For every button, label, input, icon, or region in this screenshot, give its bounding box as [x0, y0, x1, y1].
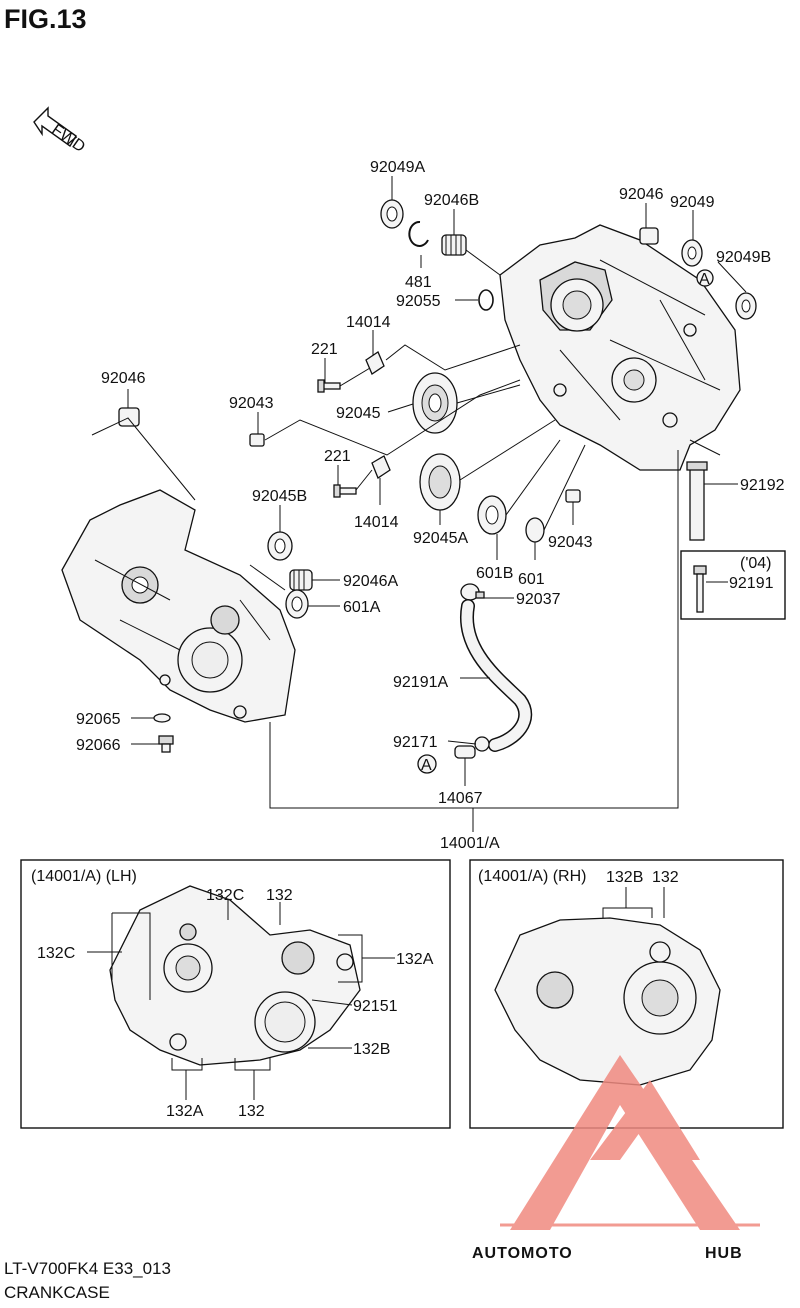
inset-lh-callout-132-a: 132	[266, 887, 293, 904]
part-481-circlip	[408, 220, 429, 247]
part-221-bolt-top	[317, 379, 341, 393]
part-92046-bearing-top	[639, 227, 659, 245]
inset-lh-callout-132c-a: 132C	[37, 945, 75, 962]
right-crankcase-half: A	[499, 224, 741, 471]
inset-lh-callout-132-b: 132	[238, 1103, 265, 1120]
part-221-bolt-bottom	[333, 484, 357, 498]
callout-92191a: 92191A	[393, 674, 448, 691]
fwd-arrow-icon: FWD	[33, 106, 88, 156]
figure-model-code: LT-V700FK4 E33_013	[4, 1259, 171, 1278]
part-14014-clamp-top	[365, 351, 385, 375]
callout-92045: 92045	[336, 405, 381, 422]
callout-601a: 601A	[343, 599, 381, 616]
inset-rh-crankcase: (14001/A) (RH) 132B 132	[469, 859, 784, 1129]
callout-92043-right: 92043	[548, 534, 593, 551]
part-92055-o-ring	[478, 289, 494, 311]
part-92049a-oil-seal	[380, 199, 404, 229]
fwd-label: FWD	[48, 121, 88, 156]
svg-text:AUTOMOTO: AUTOMOTO	[472, 1245, 573, 1262]
svg-text:A: A	[421, 757, 432, 774]
callout-14001a: 14001/A	[440, 835, 500, 852]
part-92049-oil-seal	[681, 239, 703, 267]
callout-92049: 92049	[670, 194, 715, 211]
callout-14014-bottom: 14014	[354, 514, 399, 531]
callout-92045b: 92045B	[252, 488, 307, 505]
callout-92046a: 92046A	[343, 573, 398, 590]
part-92171-hose-clamp	[474, 736, 490, 752]
part-92045a-ball-bearing	[419, 453, 461, 511]
callout-92046b: 92046B	[424, 192, 479, 209]
callout-92046-left: 92046	[101, 370, 146, 387]
callout-601b: 601B	[476, 565, 513, 582]
inset-lh-title: (14001/A) (LH)	[31, 868, 137, 885]
callout-92046: 92046	[619, 186, 664, 203]
part-14014-clamp-bottom	[371, 455, 391, 479]
part-92046-bearing-left	[118, 407, 140, 427]
part-92046b-bearing	[441, 234, 467, 256]
callout-92066: 92066	[76, 737, 121, 754]
part-92045b-ball-bearing	[267, 531, 293, 561]
callout-92049b: 92049B	[716, 249, 771, 266]
inset-lh-callout-132b: 132B	[353, 1041, 390, 1058]
callout-14067: 14067	[438, 790, 483, 807]
part-92192-breather-tube	[686, 461, 708, 541]
part-92043-dowel-right	[565, 489, 581, 503]
callout-481: 481	[405, 274, 432, 291]
callout-92055: 92055	[396, 293, 441, 310]
variant-label: ('04)	[740, 555, 772, 572]
part-92046a-bearing	[289, 569, 313, 591]
variant-box-04: ('04) 92191	[680, 550, 786, 620]
svg-text:A: A	[699, 271, 710, 288]
inset-rh-title: (14001/A) (RH)	[478, 868, 586, 885]
figure-section-name: CRANKCASE	[4, 1283, 110, 1302]
left-crankcase-half	[61, 489, 296, 723]
callout-92045a: 92045A	[413, 530, 468, 547]
callout-221-top: 221	[311, 341, 338, 358]
callout-92049a: 92049A	[370, 159, 425, 176]
inset-lh-callout-132a-a: 132A	[396, 951, 434, 968]
automotohub-watermark-logo	[500, 1055, 760, 1230]
part-92043-dowel-left	[249, 433, 265, 447]
part-92045-ball-bearing	[412, 372, 458, 434]
part-92065-gasket	[153, 713, 171, 723]
inset-lh-callout-132a-b: 132A	[166, 1103, 204, 1120]
callout-92037: 92037	[516, 591, 561, 608]
automotohub-watermark-text: AUTOMOTO HUB	[472, 1245, 743, 1262]
inset-lh-callout-132c-b: 132C	[206, 887, 244, 904]
part-92049b-oil-seal	[735, 292, 757, 320]
inset-lh-crankcase: (14001/A) (LH) 132C 132 132C 132A 92151 …	[20, 859, 451, 1129]
callout-92192: 92192	[740, 477, 785, 494]
part-92037-hose-clamp	[460, 583, 485, 601]
inset-lh-callout-92151: 92151	[353, 998, 398, 1015]
leader-lines	[91, 176, 747, 832]
callout-14014-top: 14014	[346, 314, 391, 331]
part-601-ball-bearing	[525, 517, 545, 543]
figure-title: FIG.13	[4, 4, 87, 34]
callout-labels: 92049A 92046B 92046 92049 92049B 481 920…	[76, 159, 785, 852]
callout-221-bottom: 221	[324, 448, 351, 465]
part-601a-ball-bearing	[285, 589, 309, 619]
inset-rh-callout-132: 132	[652, 869, 679, 886]
callout-92171: 92171	[393, 734, 438, 751]
part-601b-ball-bearing	[477, 495, 507, 535]
callout-92043-left: 92043	[229, 395, 274, 412]
svg-text:HUB: HUB	[705, 1245, 743, 1262]
callout-601: 601	[518, 571, 545, 588]
callout-92191: 92191	[729, 575, 774, 592]
inset-rh-callout-132b: 132B	[606, 869, 643, 886]
part-92066-drain-plug	[158, 735, 174, 753]
callout-92065: 92065	[76, 711, 121, 728]
